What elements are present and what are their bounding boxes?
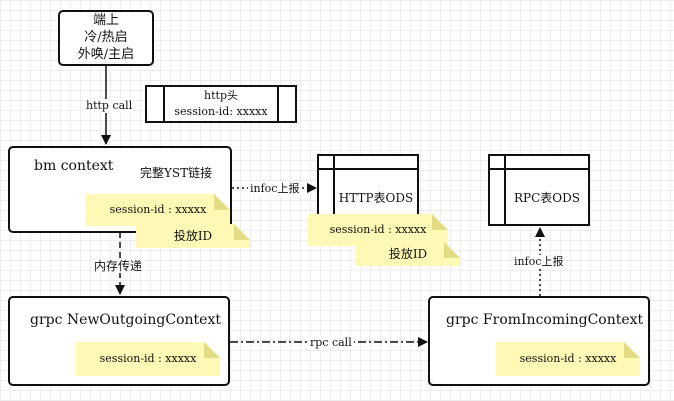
grpc-outgoing-note-text: session-id : xxxxx (99, 352, 197, 365)
memory-pass-label: 内存传递 (92, 259, 145, 273)
client-line-2: 冷/热启 (84, 30, 128, 45)
bm-note-id-text: 投放ID (173, 229, 213, 243)
rpc-call-label: rpc call (308, 336, 354, 350)
http-header-title: http头 (204, 89, 238, 102)
bm-context-subtitle: 完整YST链接 (140, 166, 213, 180)
grpc-incoming-title: grpc FromIncomingContext (446, 312, 644, 328)
grpc-incoming-note (496, 342, 640, 376)
client-line-1: 端上 (92, 13, 119, 28)
http-call-label: http call (84, 99, 135, 113)
infoc-right-label: infoc上报 (512, 255, 566, 269)
bm-note-session-text: session-id : xxxxx (109, 203, 207, 216)
http-ods-note-id (356, 242, 460, 266)
rpc-ods-title: RPC表ODS (514, 191, 580, 205)
rpc-ods-table (488, 154, 590, 226)
grpc-incoming-note-text: session-id : xxxxx (519, 352, 617, 365)
client-line-3: 外唤/主启 (77, 47, 135, 62)
client-box (58, 10, 154, 66)
http-ods-title: HTTP表ODS (338, 191, 414, 205)
http-ods-note-id-text: 投放ID (388, 247, 428, 261)
grpc-outgoing-note (76, 342, 220, 376)
bm-note-session (86, 194, 230, 226)
infoc-left-label: infoc上报 (248, 182, 302, 196)
http-ods-table (317, 154, 419, 226)
grpc-outgoing-title: grpc NewOutgoingContext (30, 312, 221, 328)
http-ods-note-session-text: session-id : xxxxx (329, 223, 427, 236)
bm-note-id (136, 224, 250, 248)
http-ods-note-session (308, 214, 448, 246)
http-header-field: session-id: xxxxx (174, 105, 268, 118)
http-header-table (145, 85, 297, 123)
bm-context-title: bm context (34, 158, 114, 174)
